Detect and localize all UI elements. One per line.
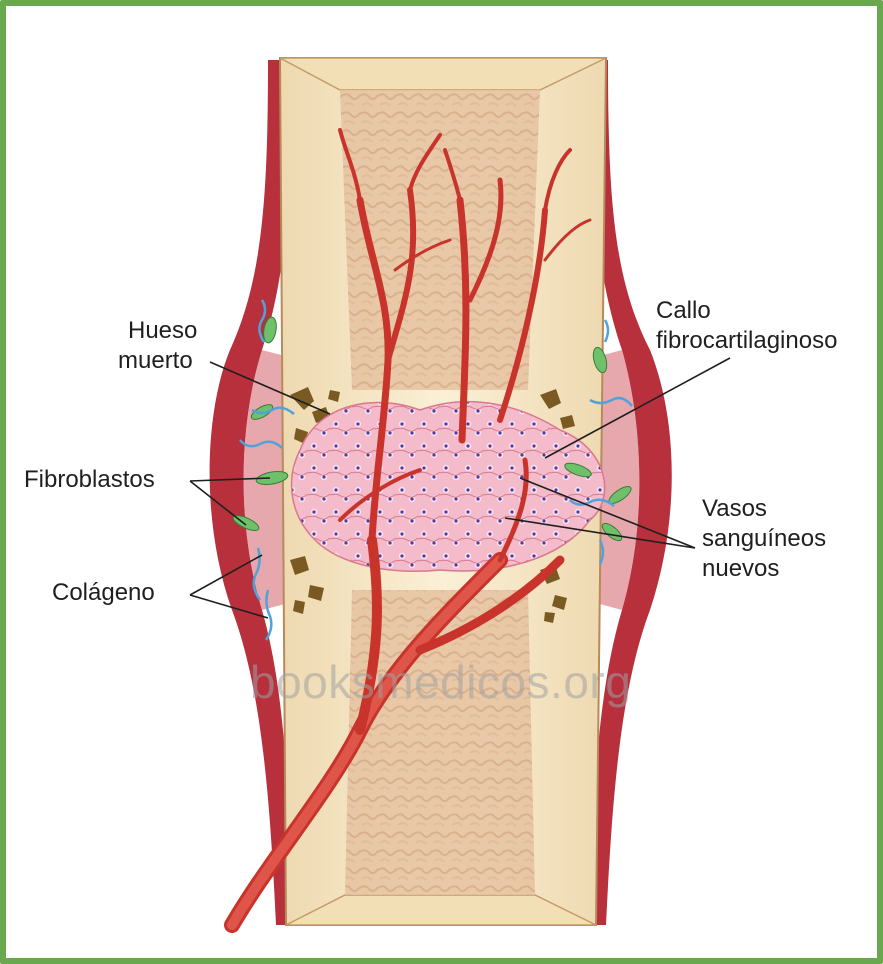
leader-collagen-2	[190, 595, 268, 618]
leader-fibroblasts-1	[190, 478, 270, 481]
leader-callus	[545, 358, 730, 458]
watermark: booksmedicos.org	[250, 655, 631, 709]
leader-fibroblasts-2	[190, 481, 246, 525]
leader-dead-bone	[210, 362, 330, 414]
leader-vessels-2	[505, 518, 695, 548]
leader-collagen-1	[190, 555, 262, 595]
leader-vessels-1	[520, 478, 695, 548]
